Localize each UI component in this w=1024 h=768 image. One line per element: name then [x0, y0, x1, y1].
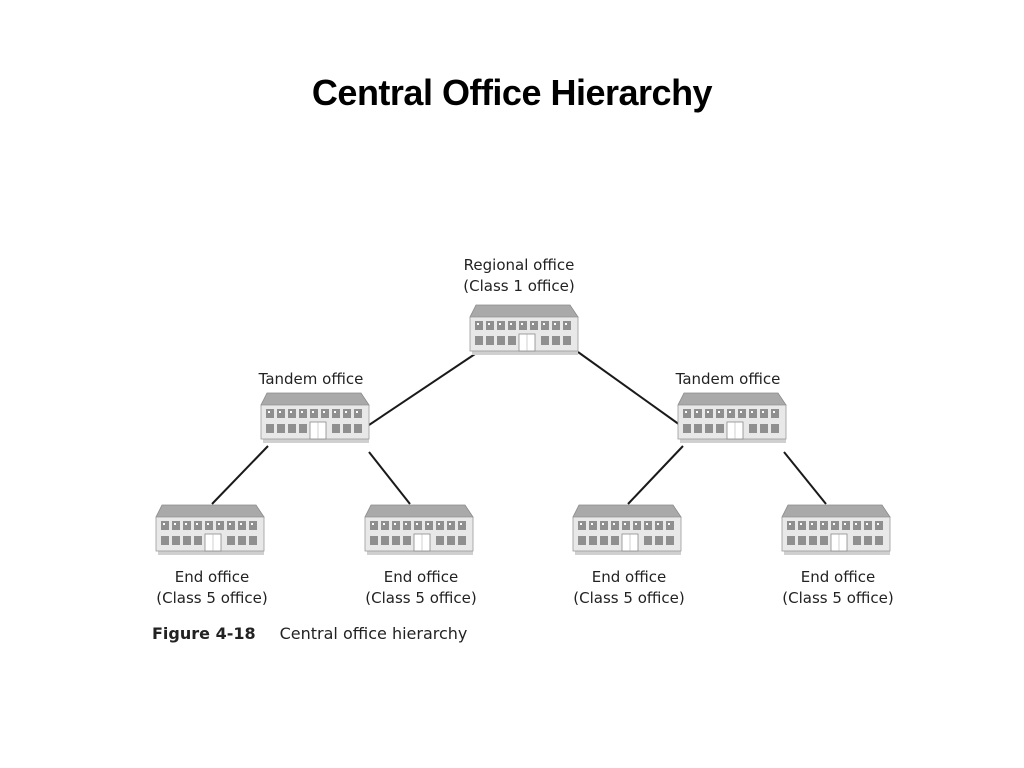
end-office-3-label: End office (Class 5 office) [534, 567, 724, 609]
office-building-icon [364, 504, 474, 556]
regional-office-class: (Class 1 office) [463, 277, 575, 295]
office-building-icon [781, 504, 891, 556]
end-office-1-class: (Class 5 office) [156, 589, 268, 607]
edge-tandem-right-end-3 [627, 445, 684, 505]
office-building-icon [572, 504, 682, 556]
edge-tandem-left-end-1 [211, 445, 269, 505]
figure-caption-text: Central office hierarchy [279, 624, 468, 643]
end-office-1-label: End office (Class 5 office) [117, 567, 307, 609]
figure-caption: Figure 4-18 Central office hierarchy [152, 624, 467, 643]
edge-regional-tandem-right [577, 351, 681, 426]
tandem-office-left-label: Tandem office [216, 369, 406, 390]
edge-tandem-left-end-2 [368, 451, 411, 505]
end-office-4-name: End office [800, 568, 876, 586]
end-office-4-label: End office (Class 5 office) [743, 567, 933, 609]
regional-office-name: Regional office [463, 256, 575, 274]
end-office-4-class: (Class 5 office) [782, 589, 894, 607]
office-building-icon [260, 392, 370, 444]
tandem-office-left-name: Tandem office [258, 370, 364, 388]
office-building-icon [155, 504, 265, 556]
end-office-3-class: (Class 5 office) [573, 589, 685, 607]
end-office-1-name: End office [174, 568, 250, 586]
tandem-office-right-label: Tandem office [633, 369, 823, 390]
page-title: Central Office Hierarchy [311, 72, 713, 113]
office-building-icon [469, 304, 579, 356]
edge-tandem-right-end-4 [783, 451, 827, 505]
end-office-3-name: End office [591, 568, 667, 586]
figure-number: Figure 4-18 [152, 624, 256, 643]
edge-regional-tandem-left [368, 351, 479, 426]
regional-office-label: Regional office (Class 1 office) [424, 255, 614, 297]
tandem-office-right-name: Tandem office [675, 370, 781, 388]
office-building-icon [677, 392, 787, 444]
end-office-2-name: End office [383, 568, 459, 586]
end-office-2-label: End office (Class 5 office) [326, 567, 516, 609]
end-office-2-class: (Class 5 office) [365, 589, 477, 607]
